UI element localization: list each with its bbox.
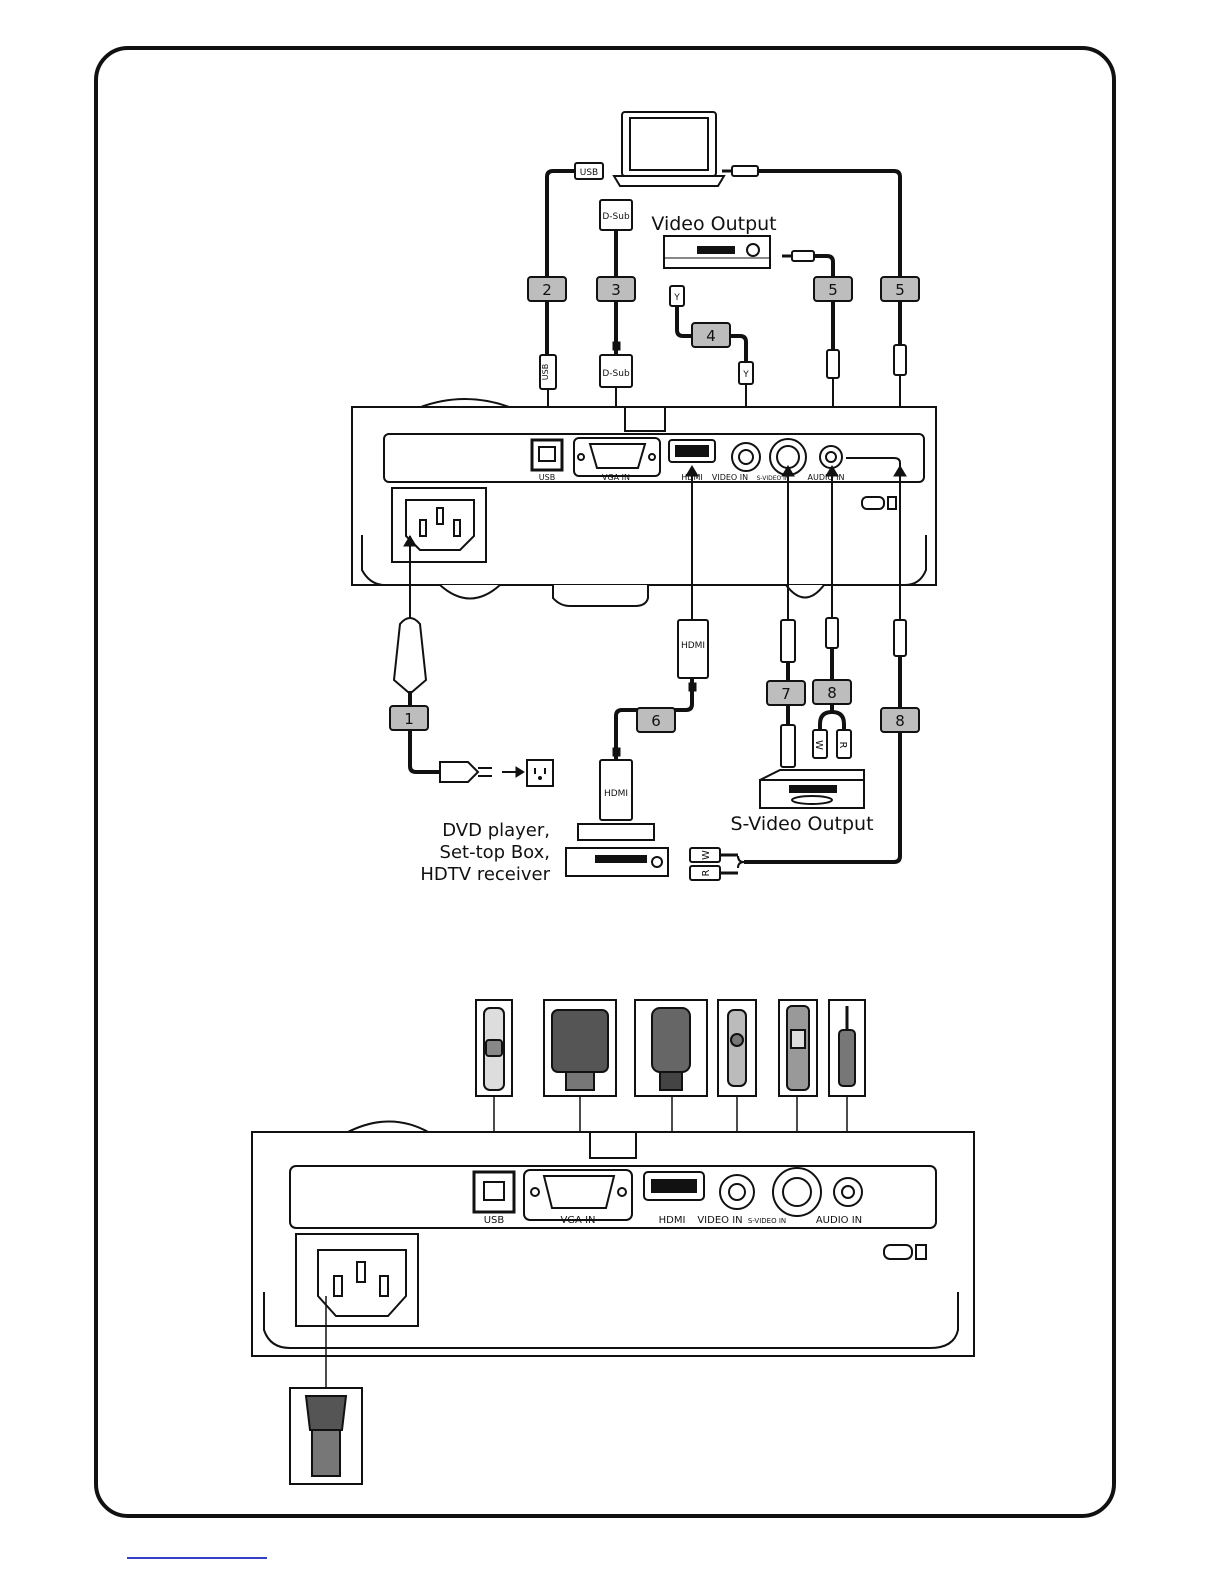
cable-badge-6: 6 bbox=[637, 708, 675, 732]
bottom-port-label-audio: AUDIO IN bbox=[816, 1215, 862, 1226]
cable-badge-2: 2 bbox=[528, 277, 566, 301]
audio-w-label: W bbox=[813, 740, 824, 750]
svg-text:5: 5 bbox=[828, 281, 838, 299]
laptop-icon bbox=[614, 112, 724, 186]
audio-r-label: R bbox=[837, 742, 848, 749]
bottom-port-label-vga: VGA IN bbox=[560, 1215, 595, 1226]
cable-badge-4: 4 bbox=[692, 323, 730, 347]
dvd-label-line1: DVD player, bbox=[442, 820, 550, 841]
usb-connector-box bbox=[476, 1000, 512, 1096]
port-label-vga: VGA IN bbox=[602, 473, 630, 482]
bottom-port-label-svideo: S-VIDEO IN bbox=[748, 1217, 786, 1225]
video-output-device bbox=[664, 236, 770, 268]
svideo-output-label: S-Video Output bbox=[730, 813, 873, 835]
audio-connector-box bbox=[829, 1000, 865, 1096]
svg-text:8: 8 bbox=[827, 684, 837, 702]
svg-text:8: 8 bbox=[895, 712, 905, 730]
port-label-audio: AUDIO IN bbox=[807, 473, 844, 482]
usb-plug-label-lower: USB bbox=[541, 364, 550, 380]
cable-badge-3: 3 bbox=[597, 277, 635, 301]
cable-badge-8a: 8 bbox=[813, 680, 851, 704]
dsub-bottom-label: D-Sub bbox=[602, 369, 630, 379]
port-label-video: VIDEO IN bbox=[712, 473, 748, 482]
footer-rule bbox=[127, 1557, 267, 1559]
hdmi-connector-box bbox=[635, 1000, 707, 1096]
dvd-label-line3: HDTV receiver bbox=[420, 864, 550, 885]
cable-badge-5a: 5 bbox=[814, 277, 852, 301]
svg-text:3: 3 bbox=[611, 281, 621, 299]
cable-badge-1: 1 bbox=[390, 706, 428, 730]
cable-badge-7: 7 bbox=[767, 681, 805, 705]
dvd-w-label: W bbox=[701, 850, 712, 860]
port-label-usb: USB bbox=[539, 473, 555, 482]
usb-plug-label: USB bbox=[580, 168, 598, 178]
projector-rear-top bbox=[352, 399, 936, 606]
dvd-label-line2: Set-top Box, bbox=[440, 842, 550, 863]
vga-connector-box bbox=[544, 1000, 616, 1096]
svideo-connector-box bbox=[779, 1000, 817, 1096]
bottom-port-label-video: VIDEO IN bbox=[697, 1215, 742, 1226]
svg-text:7: 7 bbox=[781, 685, 791, 703]
top-diagram: USB USB D-Sub D-Sub Video Output bbox=[352, 112, 936, 885]
bottom-port-label-usb: USB bbox=[484, 1215, 505, 1226]
hdmi-top-label: HDMI bbox=[681, 641, 705, 651]
vga-cable: D-Sub D-Sub bbox=[600, 200, 632, 436]
svg-text:1: 1 bbox=[404, 710, 414, 728]
svideo-output-device bbox=[760, 770, 864, 808]
dvd-r-label: R bbox=[701, 869, 712, 876]
bottom-diagram: USB VGA IN HDMI VIDEO IN S-VIDEO IN AUDI… bbox=[252, 1000, 974, 1484]
hdmi-bottom-label: HDMI bbox=[604, 789, 628, 799]
cable-badge-5b: 5 bbox=[881, 277, 919, 301]
svg-text:2: 2 bbox=[542, 281, 552, 299]
dsub-top-label: D-Sub bbox=[602, 212, 630, 222]
svg-text:4: 4 bbox=[706, 327, 716, 345]
svg-text:5: 5 bbox=[895, 281, 905, 299]
rca-y-top-label: Y bbox=[673, 293, 680, 303]
rca-connector-box bbox=[718, 1000, 756, 1096]
power-connector-box bbox=[290, 1388, 362, 1484]
projector-rear-bottom bbox=[252, 1122, 974, 1357]
cable-badge-8b: 8 bbox=[881, 708, 919, 732]
video-output-label: Video Output bbox=[651, 213, 776, 235]
svg-text:6: 6 bbox=[651, 712, 661, 730]
bottom-port-label-hdmi: HDMI bbox=[659, 1215, 686, 1226]
rca-y-bottom-label: Y bbox=[742, 370, 749, 380]
dvd-player-icon bbox=[566, 824, 668, 876]
